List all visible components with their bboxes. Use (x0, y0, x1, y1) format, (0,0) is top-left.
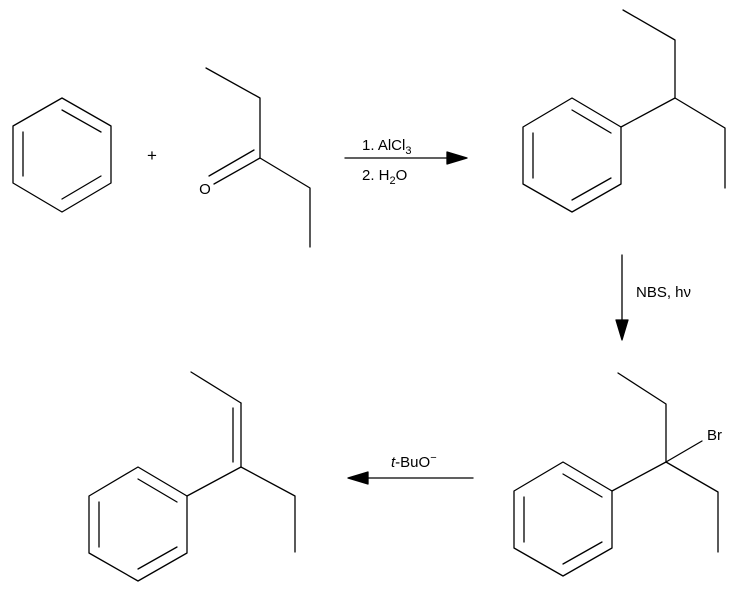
pentanone-molecule: O (199, 67, 311, 248)
step2-condition: NBS, hν (636, 284, 691, 301)
bromophenylpentane-molecule: Br (513, 372, 722, 577)
step1-condition-line1: 1. AlCl3 (362, 137, 411, 157)
phenylpentane-molecule (522, 9, 726, 213)
reaction-arrow-step2: NBS, hν (615, 254, 691, 341)
step3-condition: t-BuO− (391, 452, 437, 471)
phenylpentene-molecule (88, 371, 296, 582)
bromine-label: Br (707, 427, 722, 444)
reaction-arrow-step1: 1. AlCl3 2. H2O (344, 137, 468, 187)
reaction-arrow-step3: t-BuO− (347, 452, 474, 485)
benzene-molecule (12, 97, 112, 213)
step1-condition-line2: 2. H2O (362, 167, 407, 187)
plus-sign: + (147, 146, 157, 165)
ketone-oxygen-label: O (199, 181, 211, 198)
